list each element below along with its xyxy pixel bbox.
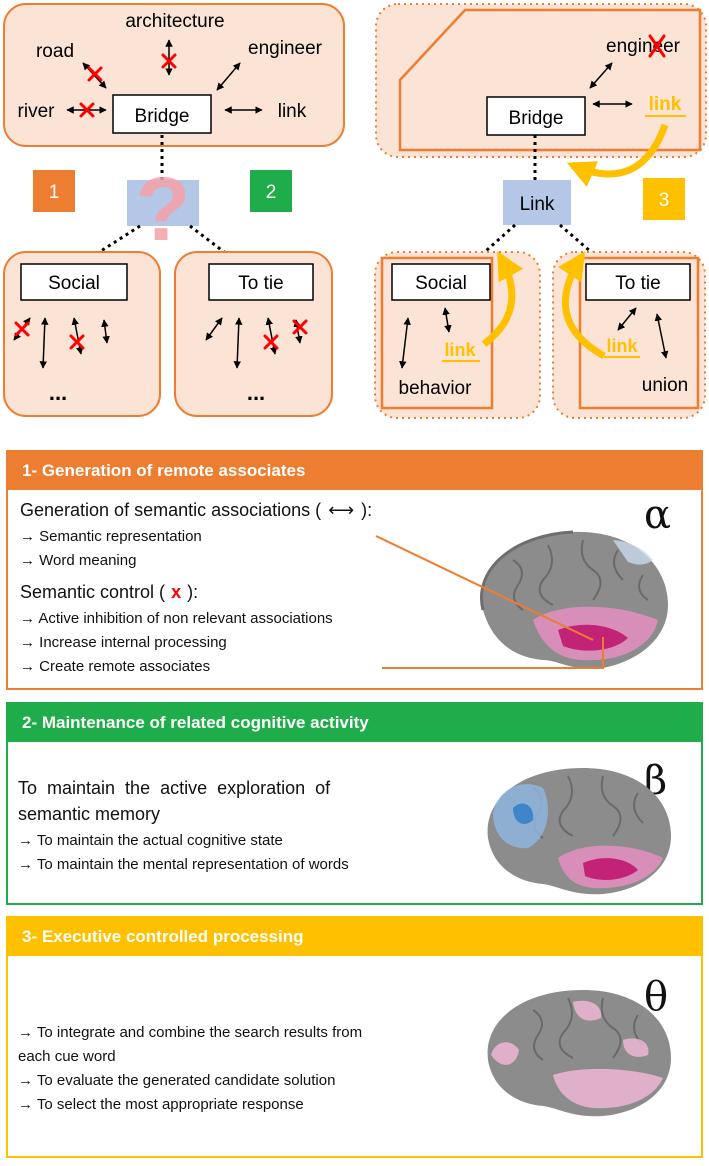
p1-bullet: → Increase internal processing: [20, 634, 227, 651]
panel-3-title: 3- Executive controlled processing: [8, 918, 701, 956]
svg-text:Social: Social: [415, 273, 467, 294]
p1-sub1: Generation of semantic associations (⟷):: [20, 500, 373, 520]
p1-sub2: Semantic control (x):: [20, 582, 199, 602]
panel-2-title: 2- Maintenance of related cognitive acti…: [8, 704, 701, 742]
right-top-cluster: [375, 3, 707, 158]
svg-text:...: ...: [49, 380, 67, 405]
svg-text:Social: Social: [48, 273, 100, 294]
svg-text:To tie: To tie: [238, 273, 283, 294]
p3-bullet: → To select the most appropriate respons…: [18, 1096, 304, 1113]
svg-text:Bridge: Bridge: [509, 108, 564, 129]
svg-text:union: union: [642, 375, 689, 396]
link-word-right: link: [649, 94, 682, 115]
panel-executive: 3- Executive controlled processing → To …: [6, 916, 703, 1158]
arrow-engineer: [216, 62, 241, 91]
svg-text:To tie: To tie: [615, 273, 660, 294]
p2-sub-line2: semantic memory: [18, 804, 161, 824]
p2-sub-line1: To maintain the active exploration of: [18, 778, 331, 798]
p1-bullet: → Semantic representation: [20, 528, 202, 545]
svg-text:...: ...: [247, 380, 265, 405]
p2-bullet: → To maintain the actual cognitive state: [18, 832, 283, 849]
double-arrow-icon: ⟷: [328, 500, 355, 520]
connector-lines: [375, 535, 604, 669]
p1-bullet: → Create remote associates: [20, 658, 211, 675]
badge-2: [250, 170, 292, 212]
p3-bullet: → To integrate and combine the search re…: [18, 1024, 363, 1041]
svg-text:Link: Link: [520, 194, 555, 215]
svg-text:1: 1: [49, 182, 60, 203]
panel-generation: 1- Generation of remote associates Gener…: [6, 450, 703, 690]
svg-text:link: link: [606, 336, 638, 356]
word-engineer: engineer: [248, 38, 323, 59]
svg-text:behavior: behavior: [399, 378, 473, 399]
brain-image-3: [487, 990, 671, 1117]
p3-bullet: → To evaluate the generated candidate so…: [18, 1072, 336, 1089]
svg-text:link: link: [444, 340, 476, 360]
p3-bullet: each cue word: [18, 1048, 116, 1065]
p1-bullet: → Word meaning: [20, 552, 137, 569]
word-link: link: [278, 101, 307, 122]
badge-1: [33, 170, 75, 212]
red-x-icon: x: [171, 582, 182, 602]
association-diagram: architecture road engineer river link Br…: [3, 3, 707, 419]
question-mark: ?: [136, 160, 191, 260]
p2-bullet: → To maintain the mental representation …: [18, 856, 349, 873]
panel-1-title: 1- Generation of remote associates: [8, 452, 701, 490]
badge-3: [643, 178, 685, 220]
word-architecture: architecture: [125, 11, 224, 32]
red-x-marks-top: [79, 53, 177, 118]
word-road: road: [36, 41, 74, 62]
word-engineer-right: engineer: [606, 36, 681, 57]
question-box: [127, 180, 199, 226]
greek-alpha: α: [644, 492, 672, 538]
link-node: [503, 180, 571, 225]
brain-image-2: [487, 768, 671, 895]
svg-text:3: 3: [659, 190, 670, 211]
svg-text:2: 2: [266, 182, 277, 203]
bridge-label-left: Bridge: [135, 106, 190, 127]
panel-maintenance: 2- Maintenance of related cognitive acti…: [6, 702, 703, 905]
bridge-box-right: [486, 96, 586, 136]
p1-bullet: → Active inhibition of non relevant asso…: [20, 610, 333, 627]
word-river: river: [18, 101, 56, 122]
bridge-box-left: [112, 94, 212, 134]
